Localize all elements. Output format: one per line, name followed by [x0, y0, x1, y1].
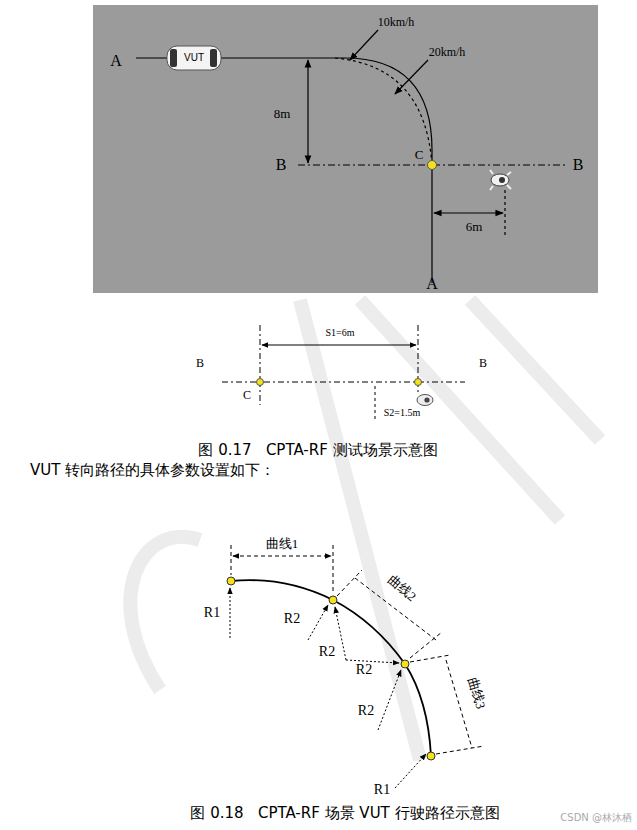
radius-label: R1 [374, 783, 390, 797]
curve [231, 580, 431, 756]
point-label: C [243, 389, 251, 401]
figure-caption: 图 0.17 CPTA-RF 测试场景示意图 [198, 443, 437, 458]
path-point [401, 660, 409, 668]
line-label: B [196, 357, 204, 369]
watermark-stroke [470, 300, 600, 440]
radius-arrow [308, 605, 328, 640]
dimension-label: S2=1.5m [384, 408, 420, 418]
dimension-label: S1=6m [326, 328, 355, 338]
extension-line [231, 545, 333, 594]
path-point [329, 596, 337, 604]
vehicle-label: VUT [184, 53, 204, 63]
radius-arrows [230, 588, 426, 788]
car-window [170, 49, 177, 67]
path-20kmh [335, 58, 432, 165]
radius-label: R2 [358, 704, 374, 718]
watermark-strokes [130, 300, 600, 760]
dimension-line [434, 212, 503, 213]
point-label: A [110, 53, 122, 69]
figure-caption: 图 0.18 CPTA-RF 场景 VUT 行驶路径示意图 [190, 806, 499, 821]
leader-arrow [350, 30, 378, 60]
detail-figure [222, 325, 465, 420]
radius-arrow [346, 660, 399, 663]
path-10kmh [136, 58, 432, 283]
radius-arrow [335, 607, 346, 660]
radius-arrow [395, 754, 426, 788]
car-body [167, 46, 221, 70]
vehicle-under-test: VUT [166, 45, 222, 71]
extension-line [260, 325, 261, 405]
point-label: C [415, 148, 424, 161]
vut-path-detail [230, 545, 484, 788]
test-ground [93, 5, 598, 293]
path-point [227, 577, 235, 585]
dimension-line [262, 345, 416, 346]
watermark: CSDN @林沐栖 [560, 813, 632, 823]
path-point [427, 752, 435, 760]
dimension-line [375, 386, 376, 420]
radius-label: R2 [356, 663, 372, 677]
body-text: VUT 转向路径的具体参数设置如下： [30, 463, 275, 478]
line-label: B [276, 157, 287, 173]
pedestrian [490, 170, 511, 190]
dimension-line [233, 556, 331, 557]
pedestrian-limbs [490, 170, 511, 190]
watermark-stroke [360, 300, 560, 520]
line-label: B [479, 357, 487, 369]
segment-label: 曲线1 [266, 537, 299, 550]
pedestrian-body [417, 395, 433, 406]
speed-label: 10km/h [378, 16, 415, 28]
point-label: A [426, 276, 438, 292]
dimension-line [307, 60, 308, 163]
radius-arrow [230, 588, 231, 638]
path-points [227, 577, 435, 760]
extension-line [337, 570, 442, 658]
extension-line [504, 190, 505, 238]
vut-path-top [136, 30, 565, 283]
radius-label: R2 [284, 612, 300, 626]
radius-label: R2 [319, 645, 335, 659]
line-label: B [573, 157, 584, 173]
pedestrian [417, 395, 433, 406]
pedestrian-head [424, 397, 429, 402]
car-window [210, 49, 217, 67]
point-c [428, 161, 437, 170]
point-c [257, 379, 264, 386]
radius-label: R1 [204, 606, 220, 620]
point [415, 379, 422, 386]
pedestrian-body [491, 174, 509, 186]
dimension-label: 8m [274, 107, 291, 120]
dimension-line [446, 660, 472, 748]
segment-label: 曲线3 [466, 676, 487, 711]
radius-arrow [378, 670, 401, 730]
segment-label: 曲线2 [385, 573, 418, 604]
speed-label: 20km/h [429, 46, 466, 58]
watermark-stroke [130, 537, 200, 690]
dimension-label: 6m [466, 220, 483, 233]
leader-arrow [395, 60, 428, 94]
watermark-stroke [300, 300, 420, 760]
pedestrian-head [499, 177, 505, 183]
